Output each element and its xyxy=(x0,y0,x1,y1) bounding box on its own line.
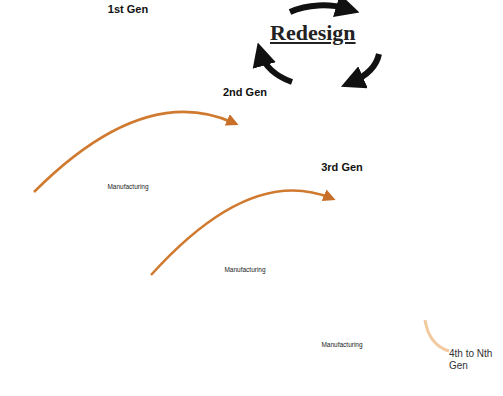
triangle-inner-outline xyxy=(33,31,223,195)
side-label: Manufacturing xyxy=(135,266,355,273)
globe-continent xyxy=(146,106,155,126)
triangle-outline xyxy=(140,105,350,283)
side-arc xyxy=(134,46,206,178)
globe-continent xyxy=(231,178,245,184)
side-arc xyxy=(264,204,336,336)
plane-icon xyxy=(149,263,173,273)
base-line xyxy=(173,264,317,265)
continuation-line xyxy=(425,320,449,351)
base-line xyxy=(56,181,200,182)
generation-label: 4th to Nth Gen xyxy=(449,348,501,371)
triangle-outline xyxy=(237,180,447,358)
link-line xyxy=(341,208,342,251)
side-arc xyxy=(348,204,420,336)
link-line xyxy=(244,133,245,176)
robot-icon xyxy=(239,117,251,130)
robot-icon xyxy=(336,192,348,205)
side-label: Manufacturing xyxy=(18,183,238,190)
globe-continent xyxy=(233,185,261,235)
redesign-title: Redesign xyxy=(270,20,356,46)
cycle-arrow xyxy=(352,54,379,82)
generation-triangle: 2nd GenManufacturing xyxy=(135,85,355,285)
globe-continent xyxy=(116,102,144,152)
cycle-arrow xyxy=(261,54,292,82)
generation-arrow xyxy=(151,190,331,275)
side-arc xyxy=(167,129,239,261)
globe-continent xyxy=(330,260,358,310)
triangle-inner-outline xyxy=(150,114,340,278)
next-generation-node: 4th to Nth Gen xyxy=(449,348,501,373)
generation-title: 1st Gen xyxy=(18,3,238,15)
globe-continent xyxy=(328,253,342,259)
generation-title: 3rd Gen xyxy=(232,161,452,173)
generation-title: 2nd Gen xyxy=(135,86,355,98)
globe xyxy=(94,93,162,161)
generation-triangle: 1st GenManufacturing xyxy=(18,2,238,202)
side-label: Manufacturing xyxy=(232,341,452,348)
triangle-outline xyxy=(23,22,233,200)
plane-icon xyxy=(246,338,270,348)
side-arc xyxy=(50,46,122,178)
globe xyxy=(211,176,279,244)
robot-icon xyxy=(122,34,134,47)
base-line xyxy=(270,339,414,340)
plane-icon xyxy=(32,180,56,190)
part-icon xyxy=(204,178,218,191)
globe-continent xyxy=(263,189,272,209)
globe-continent xyxy=(114,95,128,101)
globe xyxy=(308,251,376,319)
generation-triangle: 3rd GenManufacturing xyxy=(232,160,452,360)
triangle-inner-outline xyxy=(247,189,437,353)
part-icon xyxy=(418,336,432,349)
part-icon xyxy=(321,261,335,274)
link-line xyxy=(127,50,128,93)
triangle-illustration xyxy=(18,2,238,202)
cycle-arrow xyxy=(290,5,348,12)
triangle-illustration xyxy=(232,160,452,360)
side-arc xyxy=(251,129,323,261)
triangle-illustration xyxy=(135,85,355,285)
generation-arrow xyxy=(34,112,234,192)
globe-continent xyxy=(360,264,369,284)
